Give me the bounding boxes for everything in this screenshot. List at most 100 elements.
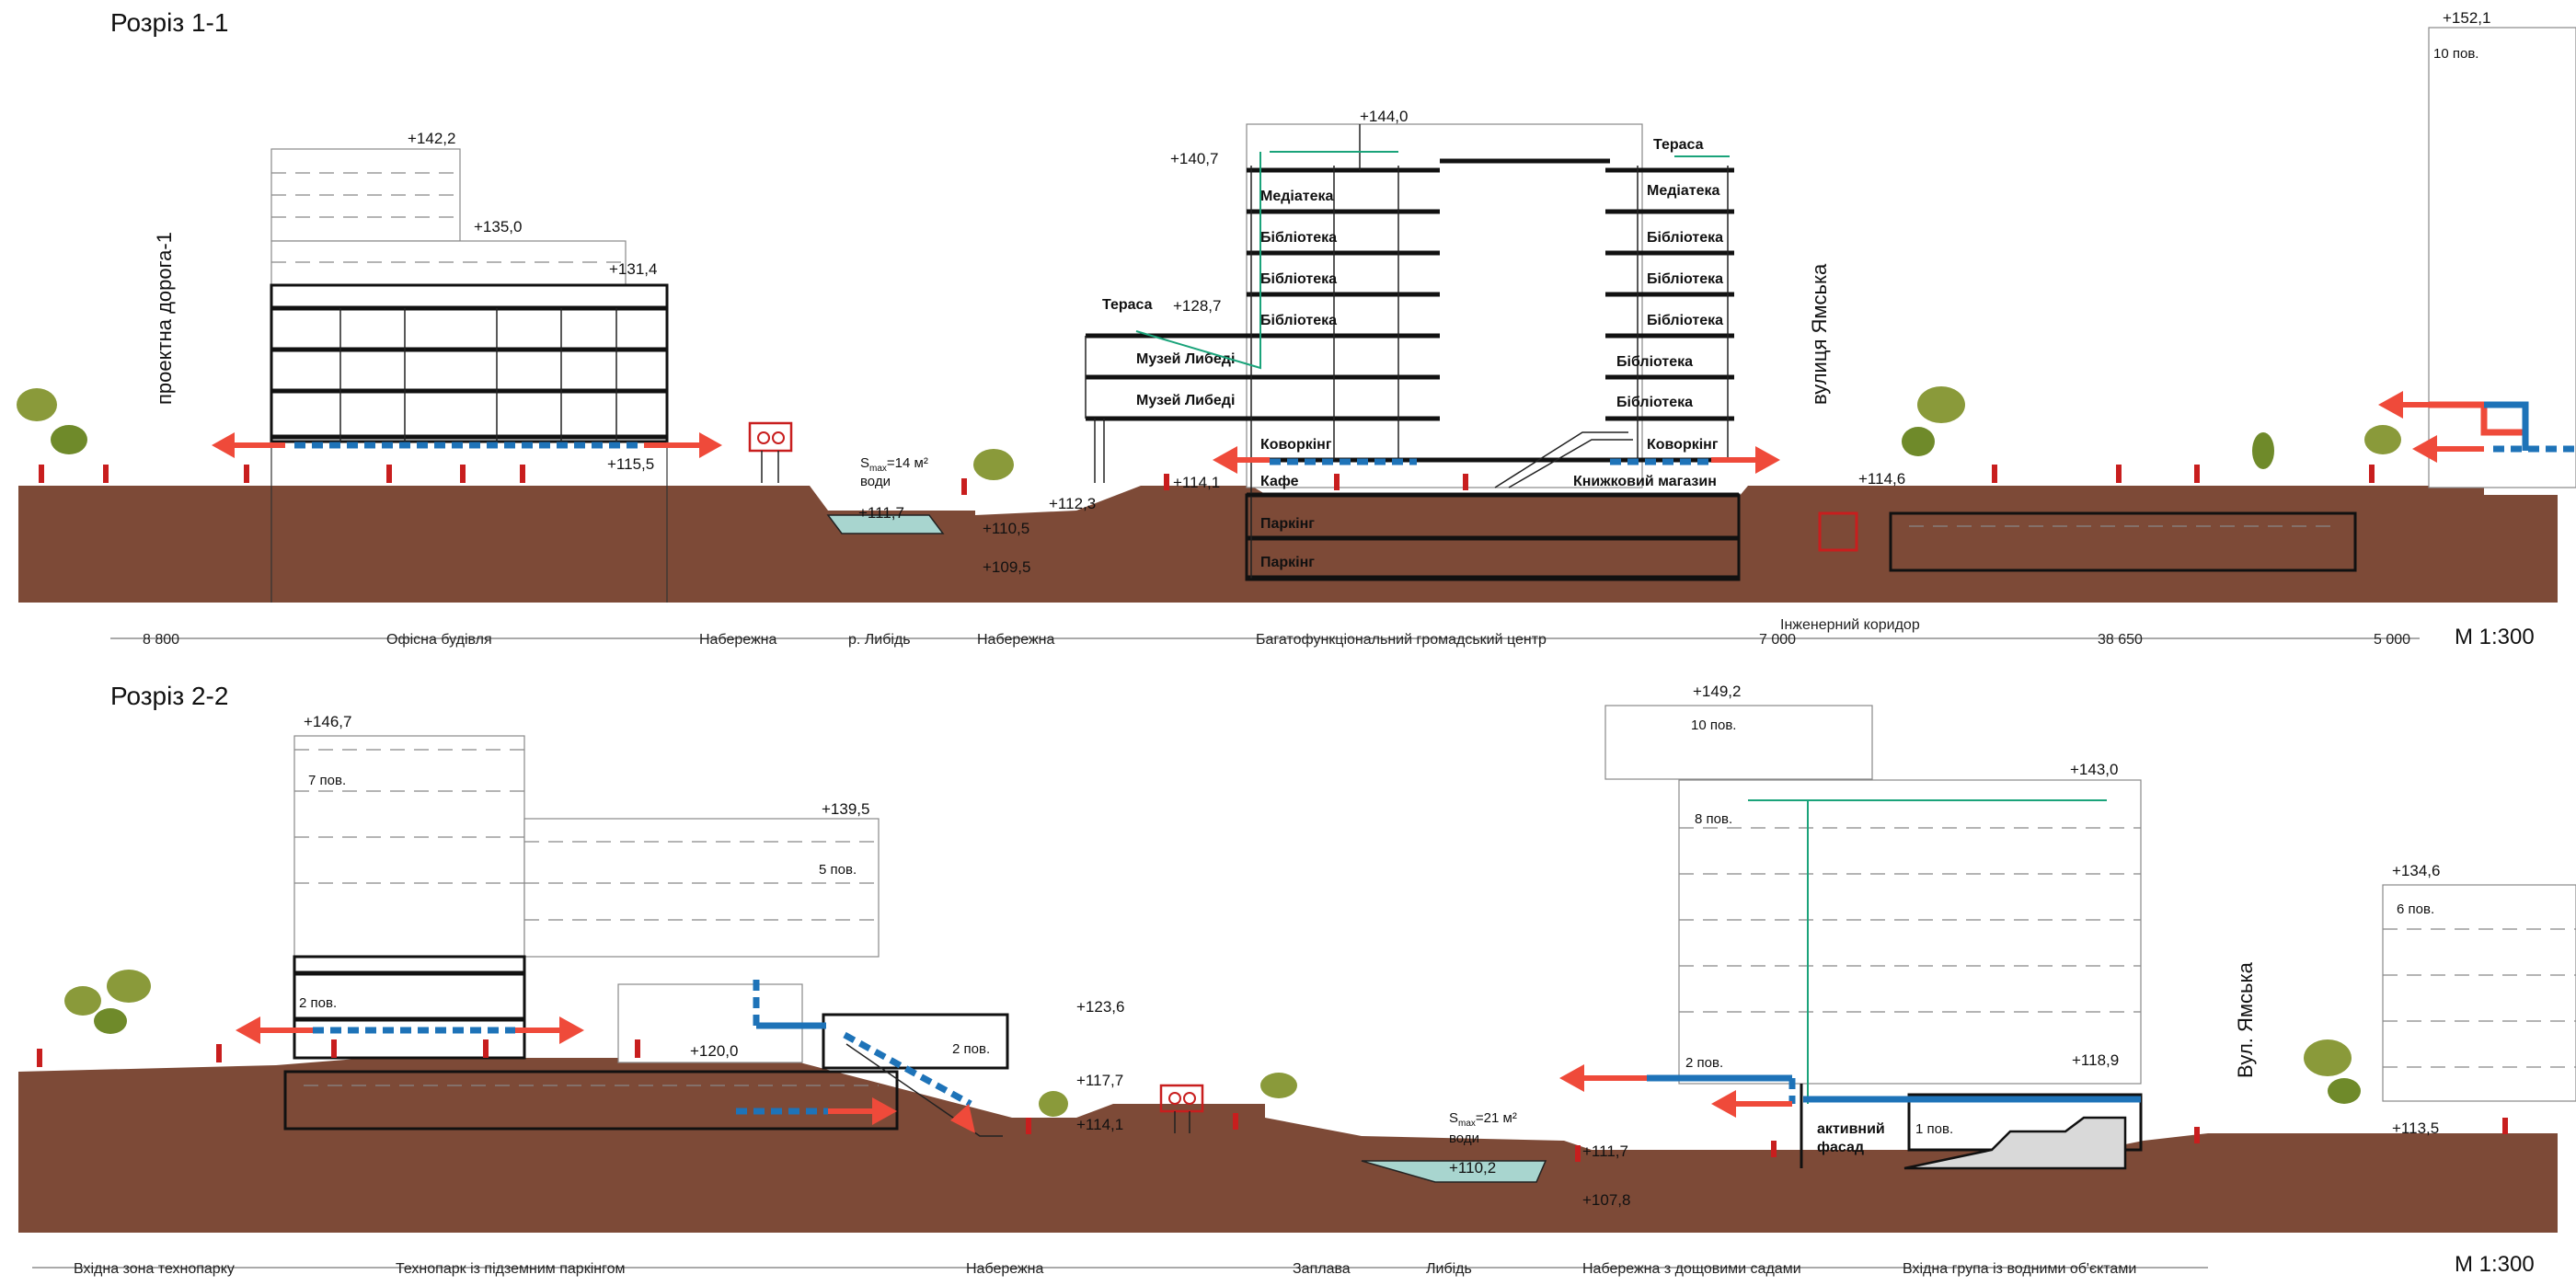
arrow-left-icon: [236, 1016, 260, 1044]
technopark-annex: [822, 1013, 1009, 1070]
tower-floors: 10 пов.: [2433, 46, 2478, 62]
tower-outline: [2428, 27, 2576, 488]
elevation-mark: +114,6: [1858, 470, 1905, 488]
elevation-mark: +120,0: [690, 1042, 738, 1060]
elevation-mark: +114,1: [1173, 474, 1220, 491]
room-label: Кафе: [1260, 474, 1299, 489]
ramp: [845, 1043, 1003, 1137]
zone-label: Либідь: [1426, 1261, 1472, 1277]
section-2-title: Розріз 2-2: [110, 682, 228, 710]
section-1-river: [826, 514, 945, 534]
elevation-mark: +149,2: [1693, 683, 1741, 700]
section-1-elevations: +142,2 +135,0 +131,4 +115,5 +140,7 +144,…: [408, 9, 2490, 576]
room-label: Книжковий магазин: [1573, 474, 1717, 489]
zone-label: Набережна: [966, 1261, 1043, 1277]
elevation-mark: +111,7: [1582, 1142, 1628, 1160]
floor-label: 6 пов.: [2397, 901, 2434, 917]
arrow-right-icon: [699, 432, 722, 458]
technopark-5-floors: [523, 818, 880, 958]
utility-icon-2: [1159, 1084, 1204, 1133]
arrow-left-icon: [1213, 446, 1237, 474]
elevation-mark: +115,5: [607, 455, 654, 473]
arrow-down-right-icon: [950, 1104, 975, 1133]
technopark-2-floors: [293, 955, 526, 1060]
room-label: Бібліотека: [1260, 230, 1337, 246]
section-1-title: Розріз 1-1: [110, 8, 228, 37]
zone-label: 7 000: [1759, 632, 1796, 648]
elevation-mark: +110,5: [983, 520, 1029, 537]
arrow-left-icon: [212, 432, 235, 458]
room-label: Бібліотека: [1616, 395, 1693, 410]
room-label: Медіатека: [1260, 189, 1333, 204]
room-label: Музей Либеді: [1136, 351, 1235, 367]
svg-text:Smax=14 м²: Smax=14 м²: [860, 455, 928, 474]
floor-label: 1 пов.: [1915, 1121, 1953, 1137]
section-1-ground: [18, 486, 2558, 603]
elevation-mark: +140,7: [1170, 150, 1218, 167]
arrow-left-icon: [2412, 435, 2437, 463]
zone-label: Інженерний коридор: [1780, 617, 1920, 633]
elevation-mark: +134,6: [2392, 862, 2440, 879]
elevation-mark: +110,2: [1449, 1159, 1496, 1177]
elevation-mark: +113,5: [2392, 1120, 2439, 1137]
river-area-label: Smax=14 м² води: [860, 455, 928, 489]
elevation-mark: +135,0: [474, 218, 522, 235]
svg-text:Smax=21 м²: Smax=21 м²: [1449, 1110, 1517, 1129]
elevation-mark: +152,1: [2443, 9, 2490, 27]
zone-label: Офісна будівля: [386, 632, 492, 648]
technopark: [283, 735, 1009, 1137]
arrow-right-icon: [559, 1016, 584, 1044]
section-2-people: [37, 1039, 2508, 1162]
zone-label: р. Либідь: [848, 632, 911, 648]
center-rooms-right: Тераса Медіатека Бібліотека Бібліотека Б…: [1573, 137, 1723, 489]
arrow-left-icon: [2378, 391, 2403, 419]
section-2-scale: М 1:300: [2455, 1252, 2535, 1277]
zone-label: Набережна: [977, 632, 1054, 648]
entry-group-building: [1559, 705, 2143, 1170]
office-flow-arrows: [212, 432, 722, 458]
section-1-scale: М 1:300: [2455, 625, 2535, 649]
office-building: [270, 148, 669, 603]
section-2-river: [1361, 1160, 1547, 1183]
zone-label: 38 650: [2098, 632, 2143, 648]
active-facade-label: активний фасад: [1817, 1121, 1885, 1155]
floor-label: 7 пов.: [308, 773, 346, 788]
zone-label: Заплава: [1293, 1261, 1351, 1277]
room-label: Бібліотека: [1647, 230, 1723, 246]
section-2-2: Розріз 2-2: [18, 682, 2576, 1277]
floor-label: 8 пов.: [1695, 811, 1732, 827]
elevation-mark: +107,8: [1582, 1191, 1630, 1209]
svg-text:фасад: фасад: [1817, 1140, 1864, 1155]
center-parking: [1245, 493, 1741, 581]
zone-label: Набережна: [699, 632, 776, 648]
elevation-mark: +131,4: [609, 260, 657, 278]
zone-label: 5 000: [2374, 632, 2410, 648]
zone-label: Набережна з дощовими садами: [1582, 1261, 1801, 1277]
room-label: Бібліотека: [1260, 271, 1337, 287]
section-1-zones: 8 800 Офісна будівля Набережна р. Либідь…: [143, 617, 2410, 648]
arrow-right-icon: [1755, 446, 1780, 474]
elevation-mark: +139,5: [822, 800, 869, 818]
arrow-left-icon: [1559, 1064, 1584, 1092]
escalator: [1494, 431, 1628, 488]
arrow-left-icon: [1711, 1090, 1736, 1118]
room-label: Музей Либеді: [1136, 393, 1235, 408]
floor-label: 2 пов.: [1685, 1055, 1723, 1071]
utility-icon: [748, 421, 793, 483]
zone-label: Багатофункціональний громадський центр: [1256, 632, 1547, 648]
arrow-right-icon: [872, 1097, 897, 1125]
street-right-label: вулиця Ямська: [1808, 263, 1831, 405]
underground-parking-right: [1818, 511, 2357, 572]
right-building-6-floors: [2382, 884, 2576, 1102]
elevation-mark: +118,9: [2072, 1051, 2119, 1069]
elevation-mark: +112,3: [1049, 495, 1096, 512]
building-10-floors: [1604, 705, 1873, 780]
technopark-7-floors: [293, 735, 525, 958]
elevation-mark: +146,7: [304, 713, 351, 730]
room-label: Тераса: [1102, 297, 1153, 313]
street-left-label: проектна дорога-1: [153, 232, 176, 405]
office-mid-volume: [270, 240, 627, 286]
floor-label: 2 пов.: [952, 1041, 990, 1057]
engineering-corridor: [1818, 511, 1858, 552]
room-label: Паркінг: [1260, 555, 1315, 570]
